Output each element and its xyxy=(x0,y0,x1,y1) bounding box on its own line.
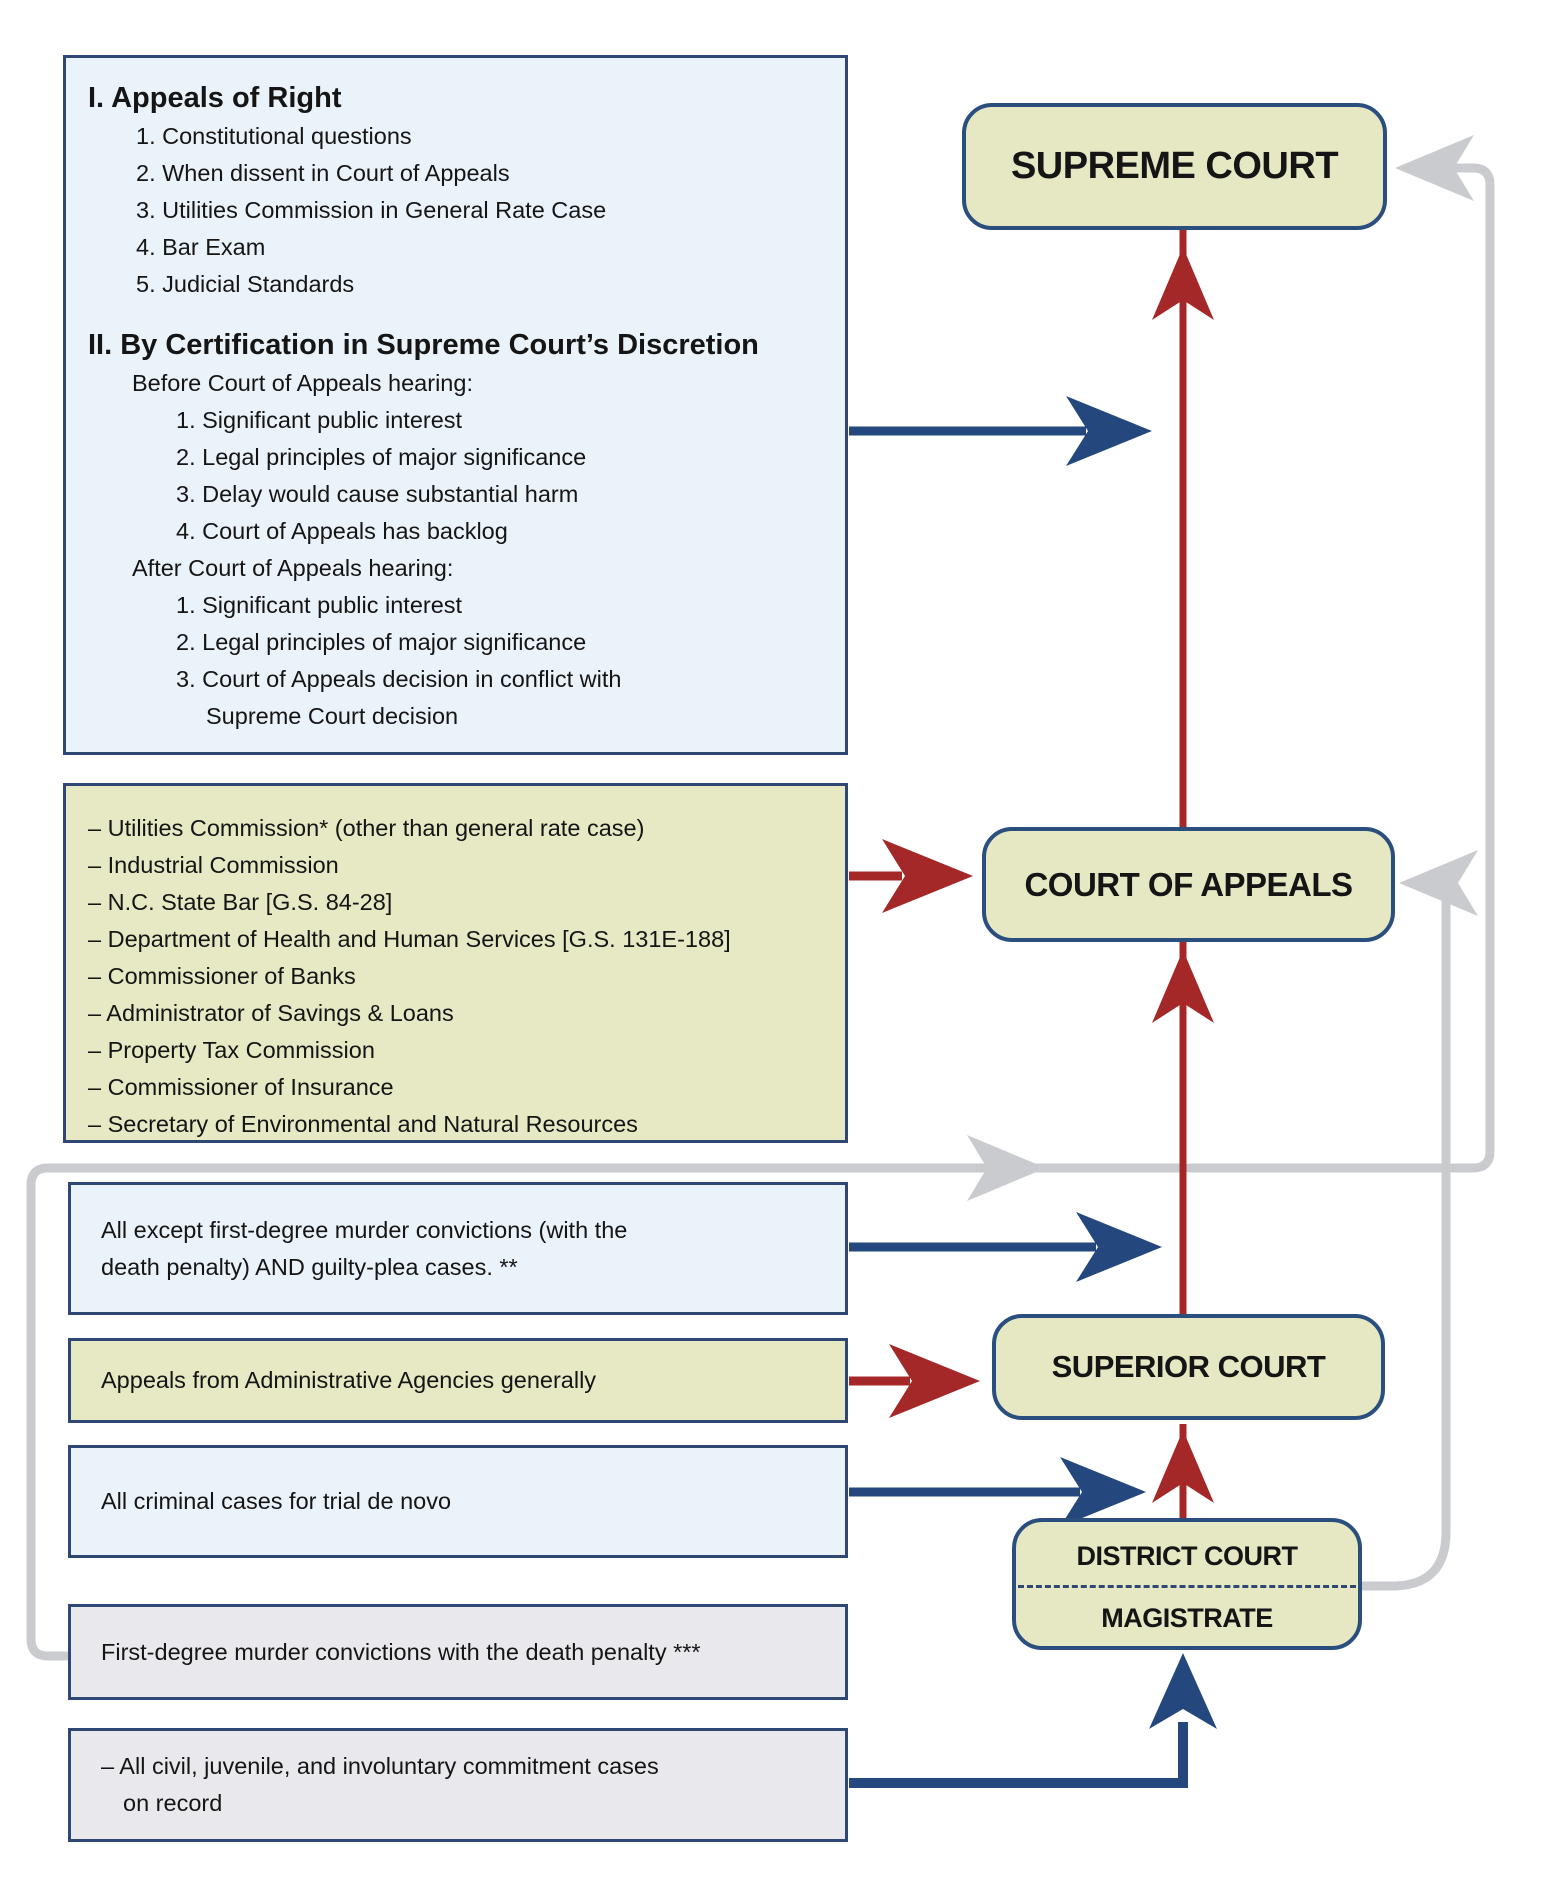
magistrate-label-row: MAGISTRATE xyxy=(1016,1592,1358,1644)
red-arrowhead-admin-to-superior xyxy=(889,1344,980,1418)
panel-agencies-to-appeals: – Utilities Commission* (other than gene… xyxy=(63,783,848,1143)
after-hearing-continuation: Supreme Court decision xyxy=(206,703,459,729)
supreme-court-label: SUPREME COURT xyxy=(1010,145,1339,187)
heading-certification: II. By Certification in Supreme Court’s … xyxy=(88,329,759,361)
district-court-label-row: DISTRICT COURT xyxy=(1016,1530,1358,1582)
after-hearing-label: After Court of Appeals hearing: xyxy=(132,555,454,581)
gray-arrowhead-midline-right xyxy=(967,1135,1046,1201)
admin-agencies-text: Appeals from Administrative Agencies gen… xyxy=(101,1367,597,1393)
node-district-court-magistrate: DISTRICT COURT MAGISTRATE xyxy=(1012,1518,1362,1650)
list-item: 2. Legal principles of major significanc… xyxy=(176,444,587,470)
list-item: 1. Significant public interest xyxy=(176,592,463,618)
list-item: 1. Constitutional questions xyxy=(136,123,412,149)
before-hearing-list: 1. Significant public interest 2. Legal p… xyxy=(88,402,833,550)
trial-de-novo-text: All criminal cases for trial de novo xyxy=(101,1488,452,1514)
court-of-appeals-label: COURT OF APPEALS xyxy=(1024,865,1353,903)
civil-juvenile-line2: on record xyxy=(123,1790,223,1816)
panel-trial-de-novo: All criminal cases for trial de novo xyxy=(68,1445,848,1558)
blue-arrowhead-into-magistrate xyxy=(1149,1653,1217,1729)
panel-appeals-of-right: I. Appeals of Right 1. Constitutional qu… xyxy=(63,55,848,755)
list-item: – Secretary of Environmental and Natural… xyxy=(88,1111,638,1137)
before-hearing-label: Before Court of Appeals hearing: xyxy=(132,370,473,396)
district-magistrate-divider xyxy=(1018,1585,1356,1588)
panel-all-except-first-degree: All except first-degree murder convictio… xyxy=(68,1182,848,1315)
list-item: 2. Legal principles of major significanc… xyxy=(176,629,587,655)
red-arrowhead-into-supreme-court xyxy=(1152,247,1214,320)
list-item: 2. When dissent in Court of Appeals xyxy=(136,160,510,186)
node-supreme-court: SUPREME COURT xyxy=(962,103,1387,230)
civil-juvenile-line1: – All civil, juvenile, and involuntary c… xyxy=(101,1753,659,1779)
list-item: 3. Delay would cause substantial harm xyxy=(176,481,579,507)
list-item: – Property Tax Commission xyxy=(88,1037,375,1063)
gray-line-murder-to-supreme xyxy=(26,163,1495,1661)
list-item: 3. Court of Appeals decision in conflict… xyxy=(176,666,622,692)
all-except-line1: All except first-degree murder convictio… xyxy=(101,1216,628,1243)
gray-arrowhead-into-supreme-court xyxy=(1395,135,1474,201)
district-court-label: DISTRICT COURT xyxy=(1076,1540,1298,1571)
list-item: 3. Utilities Commission in General Rate … xyxy=(136,197,607,223)
list-item: 1. Significant public interest xyxy=(176,407,463,433)
panel-civil-juvenile: – All civil, juvenile, and involuntary c… xyxy=(68,1728,848,1842)
gray-line-district-to-appeals xyxy=(1360,878,1451,1591)
list-item: 4. Bar Exam xyxy=(136,234,266,260)
blue-arrowhead-trial-de-novo xyxy=(1060,1457,1146,1527)
spacer xyxy=(88,303,833,325)
list-item: – Industrial Commission xyxy=(88,852,339,878)
appeals-of-right-list: 1. Constitutional questions 2. When disse… xyxy=(88,118,833,303)
red-arrowhead-into-superior-court xyxy=(1152,1430,1214,1503)
list-item: – Department of Health and Human Service… xyxy=(88,926,731,952)
heading-appeals-of-right: I. Appeals of Right xyxy=(88,82,342,114)
blue-arrowhead-certification xyxy=(1066,396,1152,466)
magistrate-label: MAGISTRATE xyxy=(1101,1602,1273,1633)
list-item: – N.C. State Bar [G.S. 84-28] xyxy=(88,889,393,915)
blue-arrowhead-all-except xyxy=(1076,1212,1162,1282)
list-item: – Commissioner of Banks xyxy=(88,963,356,989)
after-hearing-list: 1. Significant public interest 2. Legal p… xyxy=(88,587,833,698)
list-item: – Administrator of Savings & Loans xyxy=(88,1000,454,1026)
first-degree-murder-text: First-degree murder convictions with the… xyxy=(101,1638,701,1665)
panel-first-degree-murder: First-degree murder convictions with the… xyxy=(68,1604,848,1700)
red-arrowhead-into-court-of-appeals xyxy=(1152,950,1214,1023)
panel-admin-agencies: Appeals from Administrative Agencies gen… xyxy=(68,1338,848,1423)
list-item: – Utilities Commission* (other than gene… xyxy=(88,815,645,841)
node-superior-court: SUPERIOR COURT xyxy=(992,1314,1385,1420)
gray-arrowhead-into-court-of-appeals xyxy=(1399,850,1478,916)
list-item: – Commissioner of Insurance xyxy=(88,1074,394,1100)
node-court-of-appeals: COURT OF APPEALS xyxy=(982,827,1395,942)
agencies-list: – Utilities Commission* (other than gene… xyxy=(88,810,833,1143)
list-item: 5. Judicial Standards xyxy=(136,271,355,297)
blue-line-civil-to-magistrate xyxy=(849,1722,1188,1788)
all-except-line2: death penalty) AND guilty-plea cases. ** xyxy=(101,1253,518,1280)
red-arrowhead-agencies-to-appeals xyxy=(882,839,973,913)
superior-court-label: SUPERIOR COURT xyxy=(1051,1349,1326,1384)
list-item: 4. Court of Appeals has backlog xyxy=(176,518,508,544)
